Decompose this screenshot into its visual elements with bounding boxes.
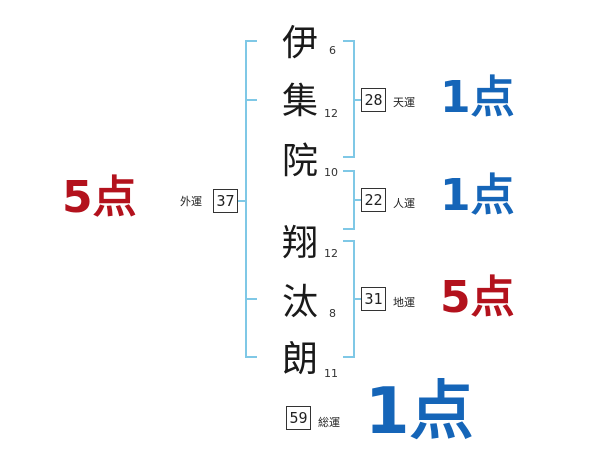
chiun-value: 31 bbox=[361, 287, 386, 311]
chiun-bracket bbox=[343, 240, 355, 358]
souun-label: 総運 bbox=[318, 416, 340, 429]
tenun-bracket bbox=[343, 40, 355, 158]
tenun-score: 1点 bbox=[440, 72, 515, 123]
stroke-count-3: 10 bbox=[324, 166, 338, 179]
jinun-label: 人運 bbox=[393, 197, 415, 210]
tenun-value: 28 bbox=[361, 88, 386, 112]
name-char-4: 翔 bbox=[282, 223, 319, 264]
gaiun-connector bbox=[237, 200, 245, 202]
chiun-label: 地運 bbox=[393, 296, 415, 309]
stroke-count-2: 12 bbox=[324, 107, 338, 120]
gaiun-label: 外運 bbox=[180, 195, 202, 208]
jinun-value: 22 bbox=[361, 188, 386, 212]
stroke-count-5: 8 bbox=[329, 307, 336, 320]
name-char-6: 朗 bbox=[282, 339, 319, 380]
name-char-3: 院 bbox=[282, 141, 319, 182]
jinun-bracket bbox=[343, 170, 355, 230]
gaiun-score: 5点 bbox=[62, 172, 137, 223]
gaiun-bracket bbox=[245, 40, 257, 358]
name-char-2: 集 bbox=[282, 81, 319, 122]
chiun-connector bbox=[355, 298, 361, 300]
gaiun-bracket-tick-bottom bbox=[245, 298, 257, 300]
chiun-score: 5点 bbox=[440, 272, 515, 323]
tenun-label: 天運 bbox=[393, 96, 415, 109]
jinun-score: 1点 bbox=[440, 170, 515, 221]
tenun-connector bbox=[355, 99, 361, 101]
gaiun-value: 37 bbox=[213, 189, 238, 213]
stroke-count-4: 12 bbox=[324, 247, 338, 260]
name-char-1: 伊 bbox=[282, 23, 319, 64]
gaiun-bracket-tick-top bbox=[245, 99, 257, 101]
name-char-5: 汰 bbox=[282, 282, 319, 323]
jinun-connector bbox=[355, 199, 361, 201]
stroke-count-1: 6 bbox=[329, 44, 336, 57]
souun-value: 59 bbox=[286, 406, 311, 430]
stroke-count-6: 11 bbox=[324, 367, 338, 380]
souun-score: 1点 bbox=[365, 375, 474, 449]
